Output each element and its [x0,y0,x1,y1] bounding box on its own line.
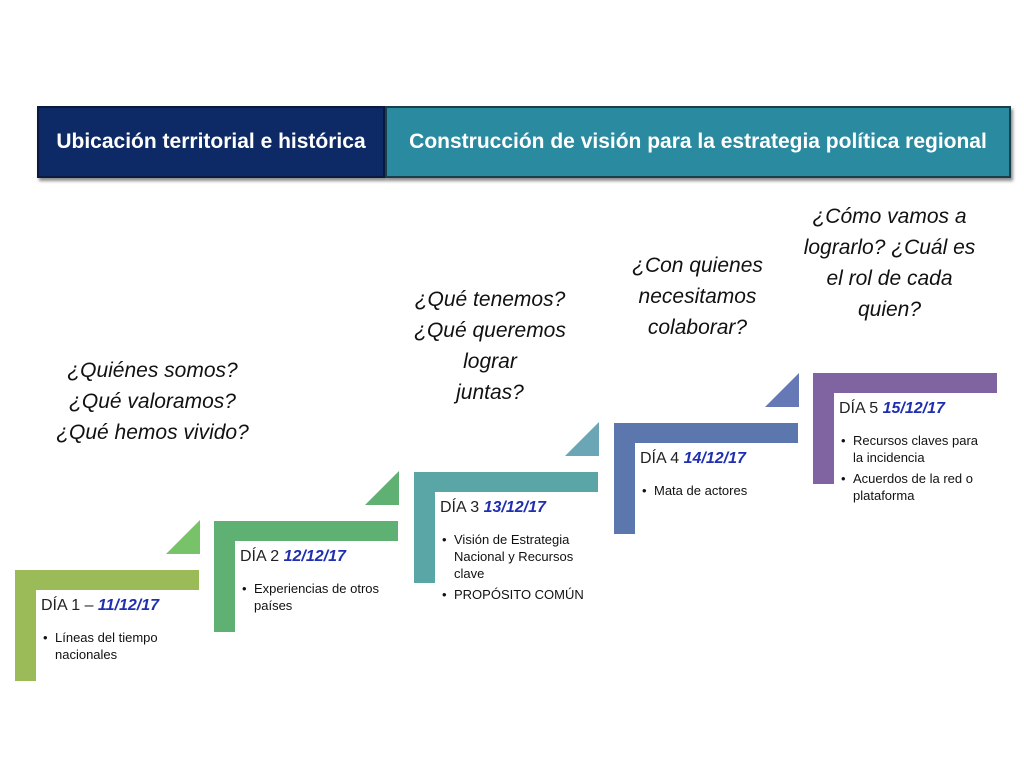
step-1-bullets: Líneas del tiempo nacionales [43,629,193,667]
step-arrow-2-icon [365,471,399,505]
bullet-item: Líneas del tiempo nacionales [43,629,193,663]
question-block-1: ¿Quiénes somos? ¿Qué valoramos? ¿Qué hem… [30,355,275,448]
bullet-item: PROPÓSITO COMÚN [442,586,592,603]
question-line: quien? [857,298,922,321]
question-line: ¿Qué tenemos? [414,288,566,311]
step-2-bullets: Experiencias de otros países [242,580,392,618]
question-line: ¿Con quienes [632,254,763,277]
question-line: ¿Qué hemos vivido? [56,421,249,444]
step-1-title: DÍA 1 – 11/12/17 [41,597,160,614]
step-arrow-3-icon [565,422,599,456]
step-2-cap [214,521,398,541]
question-block-4: ¿Cómo vamos a lograrlo? ¿Cuál es el rol … [792,201,987,325]
step-3-stem [414,472,435,583]
step-3-title: DÍA 3 13/12/17 [440,499,546,516]
step-4-cap [614,423,798,443]
step-5-title: DÍA 5 15/12/17 [839,400,945,417]
question-line: ¿Cómo vamos a [812,205,967,228]
question-line: ¿Qué valoramos? [69,390,236,413]
question-line: juntas? [456,381,524,404]
question-line: el rol de cada [826,267,953,290]
bullet-item: Mata de actores [642,482,792,499]
bullet-item: Experiencias de otros países [242,580,392,614]
step-5-bullets: Recursos claves para la incidencia Acuer… [841,432,991,508]
step-1-stem [15,570,36,681]
phase-banner-right: Construcción de visión para la estrategi… [385,106,1011,178]
step-3-cap [414,472,598,492]
question-line: lograrlo? ¿Cuál es [803,236,976,259]
step-5-cap [813,373,997,393]
step-3-bullets: Visión de Estrategia Nacional y Recursos… [442,531,592,607]
step-4-bullets: Mata de actores [642,482,792,503]
step-4-title: DÍA 4 14/12/17 [640,450,746,467]
question-block-2: ¿Qué tenemos? ¿Qué queremos lograr junta… [385,284,595,408]
question-line: colaborar? [647,316,748,339]
phase-banner-left: Ubicación territorial e histórica [37,106,385,178]
question-line: ¿Qué queremos [414,319,566,342]
step-2-stem [214,521,235,632]
bullet-item: Recursos claves para la incidencia [841,432,991,466]
step-2-title: DÍA 2 12/12/17 [240,548,346,565]
bullet-item: Acuerdos de la red o plataforma [841,470,991,504]
step-4-stem [614,423,635,534]
question-line: lograr [463,350,517,373]
step-5-stem [813,373,834,484]
bullet-item: Visión de Estrategia Nacional y Recursos… [442,531,592,582]
question-block-3: ¿Con quienes necesitamos colaborar? [610,250,785,343]
step-1-cap [15,570,199,590]
step-arrow-4-icon [765,373,799,407]
question-line: necesitamos [638,285,757,308]
question-line: ¿Quiénes somos? [67,359,238,382]
step-arrow-1-icon [166,520,200,554]
